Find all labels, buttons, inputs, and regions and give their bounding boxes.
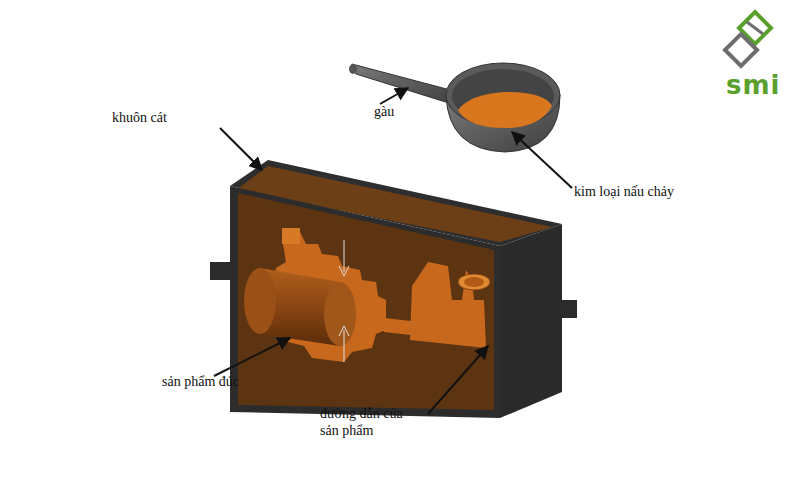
part-label: gàu bbox=[374, 104, 394, 121]
ladle bbox=[349, 63, 560, 152]
part-label: đường dẫn của sản phẩm bbox=[320, 406, 420, 440]
leader-arrows bbox=[214, 88, 572, 414]
part-label: kim loại nấu chảy bbox=[574, 184, 674, 201]
part-label: khuôn cát bbox=[112, 110, 167, 127]
logo-mark bbox=[725, 12, 771, 66]
part-label: sản phẩm đúc bbox=[162, 374, 239, 391]
logo-text: smi bbox=[726, 70, 780, 101]
sand-mold bbox=[210, 160, 577, 418]
molten-metal bbox=[458, 92, 552, 128]
